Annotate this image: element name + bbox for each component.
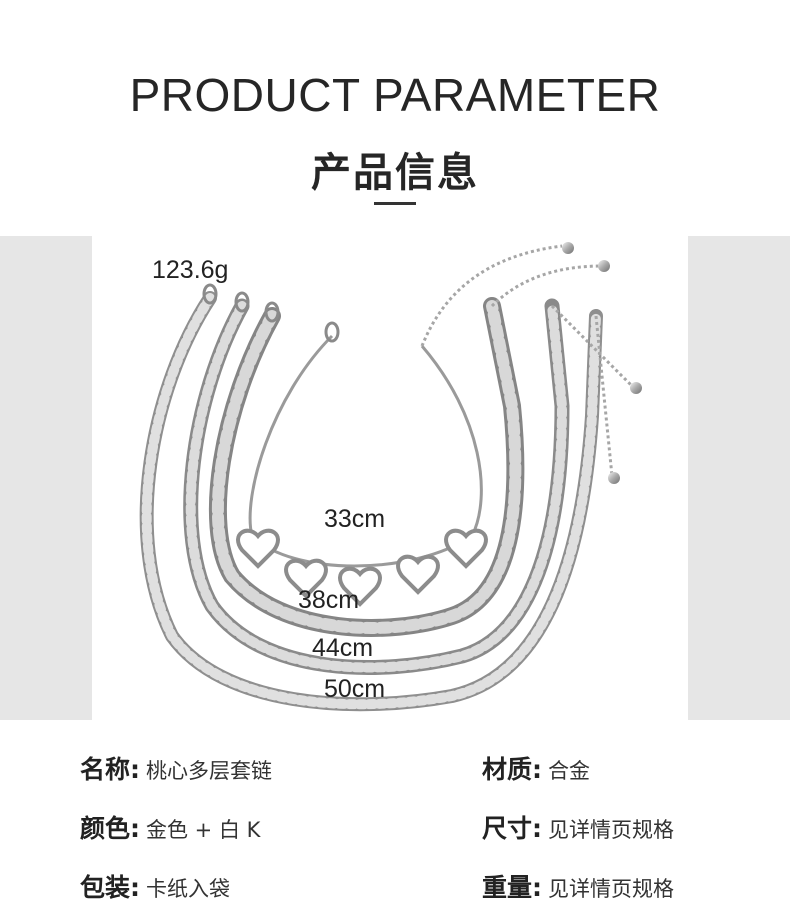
spec-packaging-key: 包装:	[80, 873, 140, 902]
heart-charms	[236, 528, 488, 607]
left-gray-panel	[0, 236, 92, 720]
length-label-38cm: 38cm	[298, 586, 360, 614]
spec-size: 尺寸:见详情页规格	[482, 809, 674, 845]
extension-chain	[420, 244, 563, 347]
spec-material: 材质:合金	[482, 750, 590, 786]
chain-33cm	[248, 334, 483, 568]
right-gray-panel	[688, 236, 790, 720]
spec-name: 名称:桃心多层套链	[80, 750, 272, 786]
weight-label: 123.6g	[152, 256, 229, 284]
spec-name-key: 名称:	[80, 755, 140, 784]
spec-material-key: 材质:	[482, 755, 542, 784]
spec-packaging-value: 卡纸入袋	[146, 877, 230, 901]
title-underline	[374, 202, 416, 205]
spec-weight-key: 重量:	[482, 873, 542, 902]
page-title-en: PRODUCT PARAMETER	[129, 69, 661, 121]
length-label-50cm: 50cm	[324, 675, 386, 703]
spec-weight-value: 见详情页规格	[548, 877, 674, 901]
spec-size-key: 尺寸:	[482, 814, 542, 843]
spec-color-value: 金色 + 白 K	[146, 818, 261, 842]
spec-color-key: 颜色:	[80, 814, 140, 843]
spec-size-value: 见详情页规格	[548, 818, 674, 842]
spec-material-value: 合金	[548, 759, 590, 783]
spec-weight: 重量:见详情页规格	[482, 868, 674, 904]
spec-name-value: 桃心多层套链	[146, 759, 272, 783]
spec-color: 颜色:金色 + 白 K	[80, 809, 260, 845]
necklace-illustration	[139, 242, 642, 712]
product-photo	[92, 236, 688, 720]
length-label-33cm: 33cm	[324, 505, 386, 533]
length-label-44cm: 44cm	[312, 634, 374, 662]
spec-packaging: 包装:卡纸入袋	[80, 868, 230, 904]
page-title-cn: 产品信息	[311, 150, 479, 196]
